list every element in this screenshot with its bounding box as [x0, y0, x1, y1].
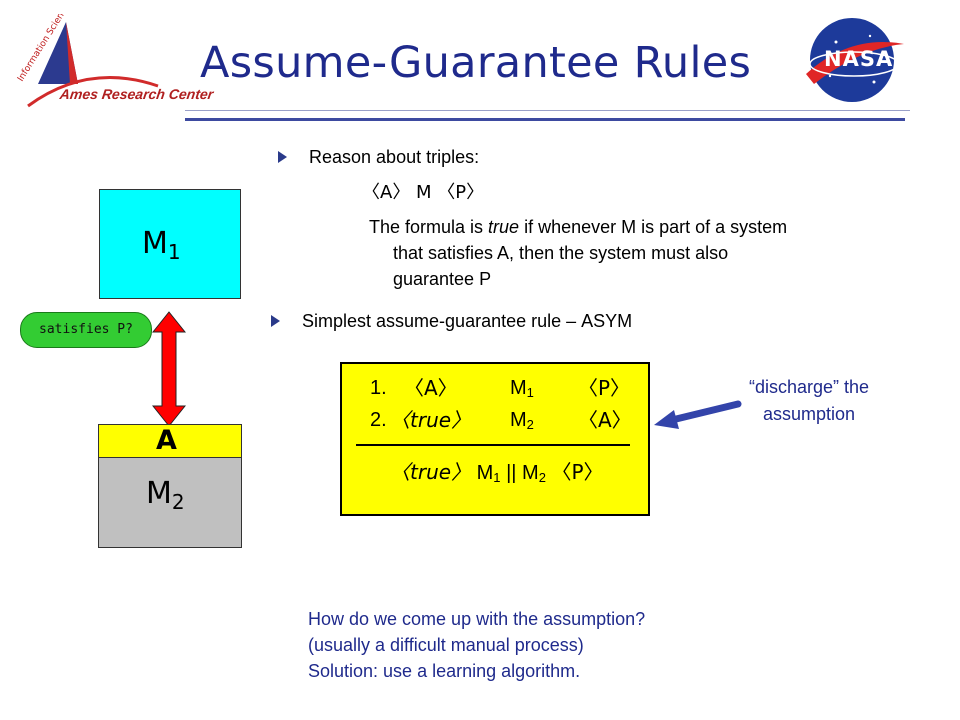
bottom-line2: (usually a difficult manual process) — [308, 635, 584, 655]
l1-p: 〈P〉 — [578, 376, 631, 400]
formula-line2: that satisfies A, then the system must a… — [393, 243, 729, 263]
triangle-bullet-icon — [278, 151, 287, 163]
m1-label: M1 — [142, 226, 181, 264]
bullet-reason: Reason about triples: — [309, 147, 480, 167]
formula-line3: guarantee P — [393, 269, 492, 289]
slide-title: Assume-Guarantee Rules — [200, 38, 752, 88]
concl-m2-sub: 2 — [538, 470, 546, 485]
formula-post: if whenever M is part of a system — [519, 217, 788, 237]
formula-pre: The formula is — [369, 217, 489, 237]
rule-name: ASYM — [581, 311, 633, 331]
triple-notation: 〈A〉 M 〈P〉 — [362, 182, 485, 203]
double-arrow-icon — [151, 310, 187, 428]
simplest-text: Simplest assume-guarantee rule – — [302, 311, 582, 331]
concl-true: 〈true〉 — [390, 460, 472, 484]
m2-letter: M — [146, 476, 172, 511]
l1-num: 1. — [370, 377, 387, 399]
concl-p: 〈P〉 — [551, 460, 604, 484]
l1-m-letter: M — [510, 377, 527, 399]
l2-m-letter: M — [510, 409, 527, 431]
ames-logo: Information Sciences & Technology Ames R… — [8, 0, 215, 124]
rule-box: 1. 〈A〉 M1 〈P〉 2. 〈true〉 M2 〈A〉 〈true〉 M1… — [340, 362, 650, 516]
l1-m: M1 — [510, 376, 534, 401]
inference-line — [356, 444, 630, 446]
m2-sub: 2 — [171, 490, 185, 514]
discharge-line1: “discharge” the — [748, 377, 870, 397]
a-label: A — [156, 425, 177, 456]
m1-letter: M — [142, 226, 168, 261]
triangle-bullet-icon — [271, 315, 280, 327]
a-box: A — [98, 424, 242, 458]
discharge-note: “discharge” the assumption — [720, 374, 898, 428]
m1-sub: 1 — [167, 240, 181, 264]
l2-true: 〈true〉 — [390, 408, 472, 432]
concl-m2-letter: M — [522, 462, 539, 484]
formula-line1: The formula is true if whenever M is par… — [369, 215, 787, 240]
concl-m1-sub: 1 — [493, 470, 501, 485]
l2-m: M2 — [510, 408, 534, 433]
logo-text: Ames Research Center — [58, 86, 215, 102]
bottom-text: How do we come up with the assumption? (… — [308, 606, 645, 684]
rule-conclusion: 〈true〉 M1 || M2 〈P〉 — [390, 460, 604, 486]
concl-m1-letter: M — [476, 462, 494, 484]
discharge-line2: assumption — [762, 404, 856, 424]
l2-num: 2. — [370, 409, 387, 431]
blue-arrow-icon — [652, 398, 742, 434]
satisfies-label: satisfies P? — [20, 312, 152, 348]
bottom-line1: How do we come up with the assumption? — [308, 609, 646, 629]
title-rule-thick — [185, 118, 905, 121]
nasa-text: NASA — [824, 47, 894, 71]
l1-m-sub: 1 — [526, 385, 534, 400]
bottom-line3: Solution: use a learning algorithm. — [308, 661, 581, 681]
concl-parallel: || — [500, 462, 523, 484]
m2-box: M2 — [98, 457, 242, 548]
l2-a: 〈A〉 — [578, 408, 632, 432]
nasa-logo: NASA — [800, 14, 910, 106]
bullet-simplest: Simplest assume-guarantee rule – ASYM — [302, 309, 632, 334]
l2-m-sub: 2 — [526, 417, 534, 432]
title-rule-thin — [185, 110, 910, 111]
formula-true: true — [488, 217, 520, 237]
l1-a: 〈A〉 — [404, 376, 458, 400]
m1-box: M1 — [99, 189, 241, 299]
m2-label: M2 — [146, 476, 185, 514]
